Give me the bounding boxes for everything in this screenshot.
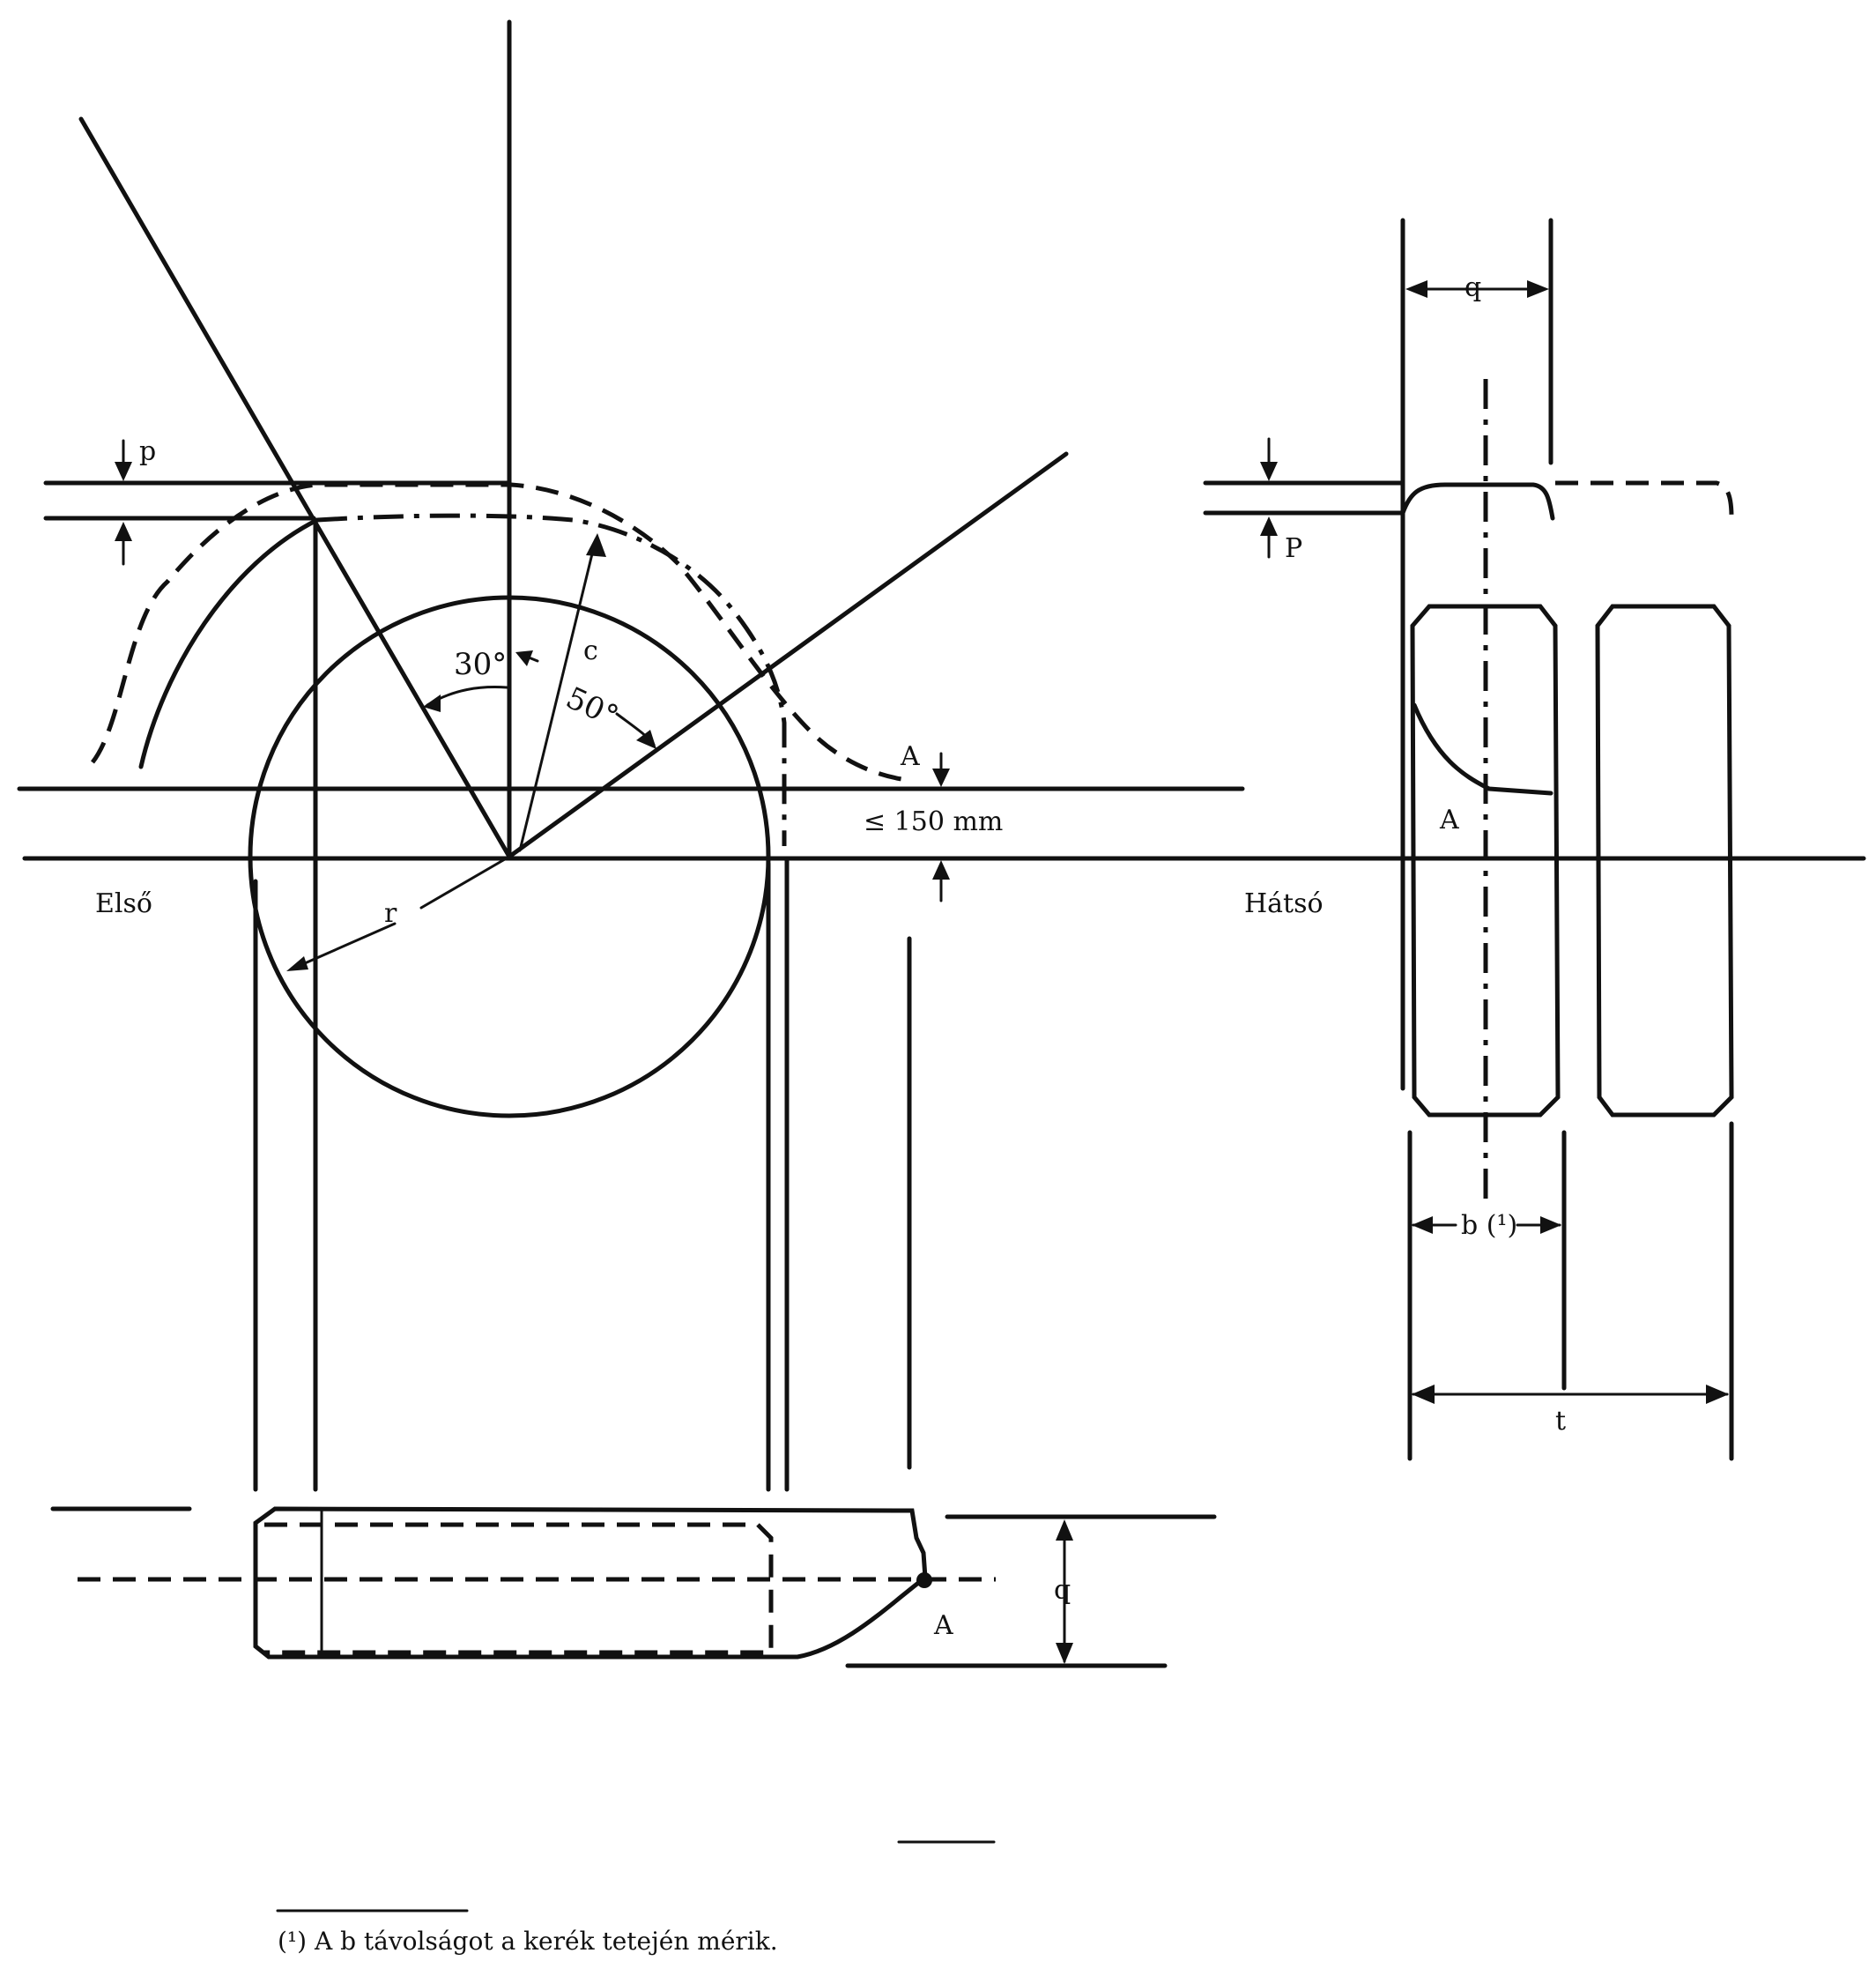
rear-t-arrow-left <box>1412 1385 1435 1404</box>
label-r: r <box>384 898 397 929</box>
rear-t-arrow-right <box>1706 1385 1729 1404</box>
rear-mudguard-dashed <box>1555 480 1734 519</box>
rear-A-curve <box>1412 702 1553 796</box>
label-p-right: P <box>1285 533 1302 564</box>
label-A-top: A <box>900 741 920 772</box>
label-q-bottom: q <box>1054 1575 1071 1606</box>
rear-b-arrow-left <box>1412 1216 1433 1234</box>
label-A-rear: A <box>1439 805 1459 835</box>
label-b: b (¹) <box>1461 1210 1517 1241</box>
label-angle-30: 30° <box>454 647 507 682</box>
label-first: Első <box>95 888 152 919</box>
rear-tyre-right <box>1595 604 1734 1118</box>
label-max-150: ≤ 150 mm <box>864 806 1003 837</box>
plan-mudguard-outline <box>253 1506 928 1660</box>
p-arrow-down <box>115 462 132 481</box>
radius-line-upper <box>419 855 511 910</box>
label-rear: Hátsó <box>1244 888 1324 919</box>
plan-q-arrow-down <box>1056 1643 1073 1664</box>
angle-50-arrowhead-bottom <box>636 730 656 749</box>
mudguard-inner-dashdot <box>316 513 787 846</box>
rear-mudguard-solid <box>1400 482 1555 521</box>
c-arrow-line <box>518 538 597 852</box>
angle-50-arrowhead-top <box>515 650 533 666</box>
plan-point-A <box>916 1572 932 1588</box>
rear-view: q P A Hátsó b (¹) t <box>1203 218 1734 1461</box>
p-arrow-up <box>115 522 132 541</box>
label-c: c <box>583 635 598 666</box>
label-A-bottom: A <box>933 1610 953 1641</box>
rear-p-arrow-up <box>1260 516 1278 536</box>
rear-b-arrow-right <box>1540 1216 1561 1234</box>
footnote-text: (¹) A b távolságot a kerék tetején mérik… <box>278 1927 778 1956</box>
angle-30-arrowhead <box>423 694 441 712</box>
plan-view: A q <box>50 1506 1217 1668</box>
rear-tyre-left <box>1410 604 1561 1118</box>
rear-p-arrow-down <box>1260 462 1278 481</box>
mudguard-outer-dashed <box>91 482 908 783</box>
label-angle-50: 50° <box>560 680 624 735</box>
max150-arrow-down <box>932 769 950 787</box>
plan-q-arrow-up <box>1056 1519 1073 1541</box>
label-t: t <box>1555 1406 1566 1437</box>
label-p-left: p <box>139 436 156 467</box>
rear-q-arrow-right <box>1527 280 1549 298</box>
max150-arrow-up <box>932 860 950 880</box>
side-view: 30° 50° c r p A ≤ 150 mm Első <box>17 19 1866 1492</box>
label-q-top: q <box>1464 272 1481 303</box>
plan-tyre-dashed <box>264 1522 774 1655</box>
c-arrowhead <box>586 533 606 557</box>
radius-line-lower <box>289 922 397 971</box>
rear-q-arrow-left <box>1405 280 1427 298</box>
radius-arrowhead <box>286 956 308 971</box>
mudguard-front-arc <box>138 517 320 769</box>
